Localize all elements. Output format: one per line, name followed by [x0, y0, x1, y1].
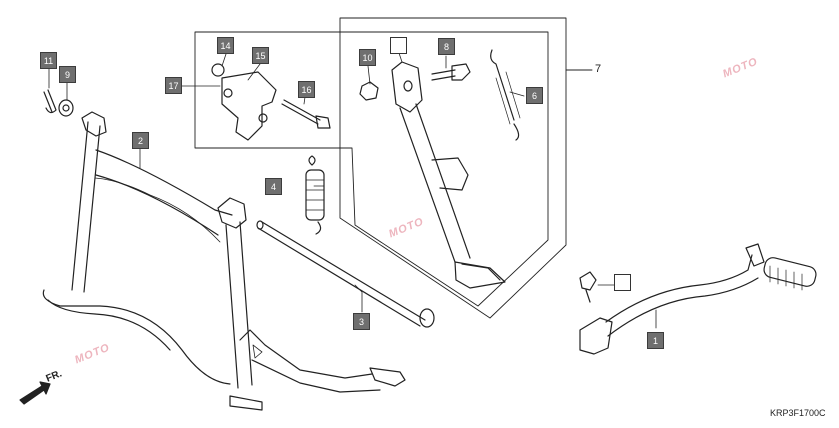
bolt-16-drawing — [281, 99, 331, 129]
nut-drawing — [359, 81, 379, 101]
callout-blank-side-stand[interactable] — [390, 37, 407, 54]
diagram-code: KRP3F1700C — [770, 408, 826, 418]
spring-6-drawing — [490, 49, 521, 141]
callout-6[interactable]: 6 — [526, 87, 543, 104]
bracket-drawing — [211, 63, 277, 141]
callout-9[interactable]: 9 — [59, 66, 76, 83]
bolt-8-drawing — [431, 63, 471, 81]
callout-1[interactable]: 1 — [647, 332, 664, 349]
spring-drawing — [305, 155, 325, 235]
shaft-drawing — [256, 220, 435, 328]
callout-11[interactable]: 11 — [40, 52, 57, 69]
callout-3[interactable]: 3 — [353, 313, 370, 330]
callout-blank-kick-bolt[interactable] — [614, 274, 631, 291]
callout-16[interactable]: 16 — [298, 81, 315, 98]
kick-starter-drawing — [579, 243, 817, 355]
callout-10[interactable]: 10 — [359, 49, 376, 66]
callout-4[interactable]: 4 — [265, 178, 282, 195]
kick-bolt-drawing — [579, 271, 597, 303]
washer-drawing — [58, 99, 74, 117]
callout-15[interactable]: 15 — [252, 47, 269, 64]
callout-2[interactable]: 2 — [132, 132, 149, 149]
assembly-7-frame — [339, 17, 567, 319]
leader-lines — [48, 49, 657, 329]
side-stand-drawing — [391, 61, 506, 289]
callout-17[interactable]: 17 — [165, 77, 182, 94]
direction-arrow — [19, 381, 51, 405]
callout-14[interactable]: 14 — [217, 37, 234, 54]
callout-8[interactable]: 8 — [438, 38, 455, 55]
main-stand-drawing — [42, 111, 406, 411]
assembly-label-7[interactable]: 7 — [595, 63, 602, 75]
assembly-sub-frame — [194, 31, 549, 307]
cotter-pin-drawing — [43, 89, 57, 114]
